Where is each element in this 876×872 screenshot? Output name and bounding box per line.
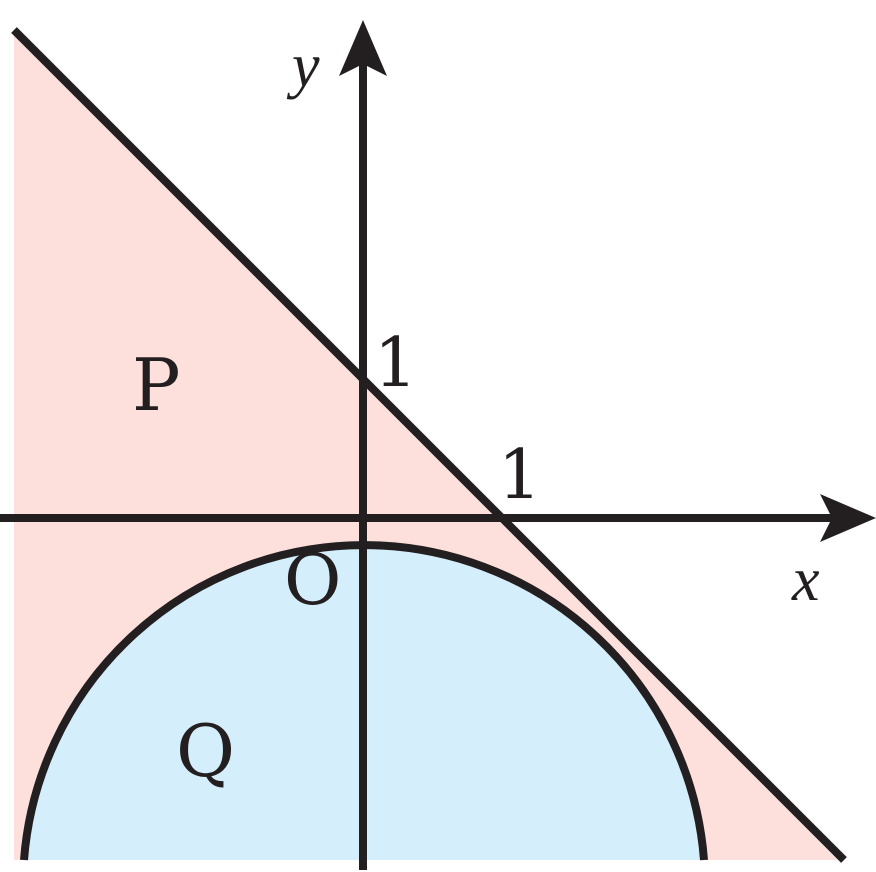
x-axis-arrowhead: [820, 494, 876, 542]
x-axis-label: x: [791, 546, 820, 614]
region-p-label: P: [132, 343, 180, 427]
y-axis-label: y: [286, 32, 320, 100]
region-q-label: Q: [176, 709, 235, 793]
y-axis-arrowhead: [339, 20, 387, 76]
origin-label: O: [284, 539, 341, 621]
line-boundary: [11, 27, 847, 863]
y-intercept-label: 1: [374, 324, 417, 403]
x-intercept-label: 1: [498, 436, 541, 515]
